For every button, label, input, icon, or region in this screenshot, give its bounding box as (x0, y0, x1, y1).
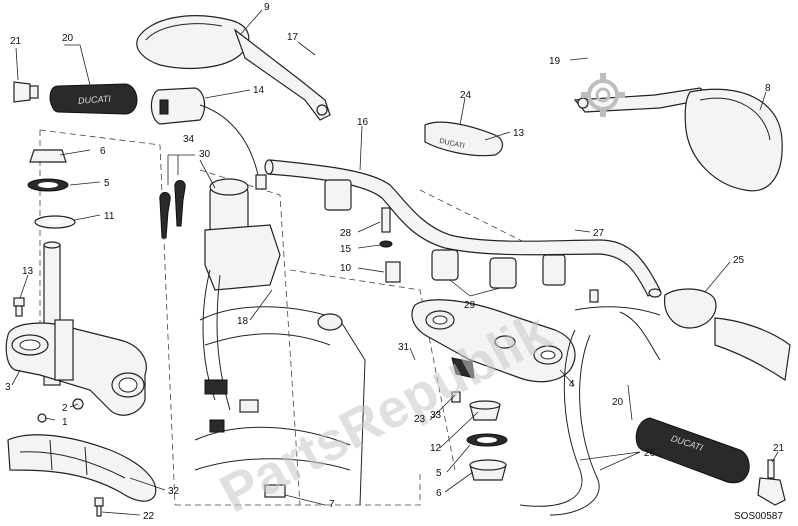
callout-label: 4 (569, 379, 575, 390)
callout-label: 26 (644, 448, 656, 459)
callout-label: 23 (414, 414, 426, 425)
callout-label: 3 (5, 382, 11, 393)
callout-label: 13 (513, 128, 525, 139)
steering-guard (7, 434, 157, 502)
lower-triple-clamp (5, 319, 147, 416)
left-switch (150, 87, 267, 190)
callout-label: 21 (773, 443, 785, 454)
callout-label: 13 (22, 266, 34, 277)
callout-label: 5 (436, 468, 442, 479)
callout-label: 9 (264, 2, 270, 13)
handlebar-risers: DUCATI (324, 121, 566, 289)
callout-label: 21 (10, 36, 22, 47)
callout-label: 2 (62, 403, 68, 414)
callout-labels: 21 20 9 17 14 34 30 6 5 11 13 3 2 1 32 2… (5, 2, 785, 522)
callout-label: 15 (340, 244, 352, 255)
frame-outline (194, 306, 366, 506)
callout-label: 10 (340, 263, 352, 274)
left-grip-brand: DUCATI (78, 94, 112, 106)
callout-label: 12 (430, 443, 442, 454)
handlebar (264, 159, 662, 298)
callout-label: 20 (62, 33, 74, 44)
callout-label: 25 (733, 255, 745, 266)
bolts-left (13, 297, 104, 517)
right-mirror (573, 87, 783, 192)
callout-label: 29 (464, 300, 476, 311)
gear-icon (581, 73, 625, 117)
ignition-switch (202, 178, 281, 433)
callout-label: 20 (612, 397, 624, 408)
left-grip-assembly: DUCATI (13, 81, 138, 115)
right-grip-assembly: DUCATI (635, 417, 786, 506)
ignition-keys (159, 154, 195, 239)
callout-label: 31 (398, 342, 410, 353)
callout-label: 27 (593, 228, 605, 239)
callout-label: 28 (340, 228, 352, 239)
callout-label: 1 (62, 417, 68, 428)
callout-label: 19 (549, 56, 561, 67)
callout-label: 14 (253, 85, 265, 96)
assembly-boundaries (39, 129, 541, 506)
callout-label: 34 (183, 134, 195, 145)
steering-stem-right (451, 391, 508, 481)
callout-label: 24 (460, 90, 472, 101)
callout-label: 7 (329, 499, 335, 510)
callout-label: 11 (104, 211, 115, 222)
left-mirror (136, 15, 331, 121)
callout-label: 18 (237, 316, 249, 327)
leader-lines (11, 9, 779, 516)
right-switch-cables (519, 288, 791, 516)
upper-triple-clamp (411, 299, 576, 383)
callout-label: 5 (104, 178, 110, 189)
callout-label: 22 (143, 511, 155, 522)
callout-label: 16 (357, 117, 369, 128)
callout-label: 32 (168, 486, 180, 497)
callout-label: 8 (765, 83, 771, 94)
callout-label: 6 (436, 488, 442, 499)
callout-label: 33 (430, 410, 442, 421)
callout-label: 17 (287, 32, 299, 43)
drawing-code: SOS00587 (734, 511, 783, 522)
callout-label: 6 (100, 146, 106, 157)
callout-label: 30 (199, 149, 211, 160)
